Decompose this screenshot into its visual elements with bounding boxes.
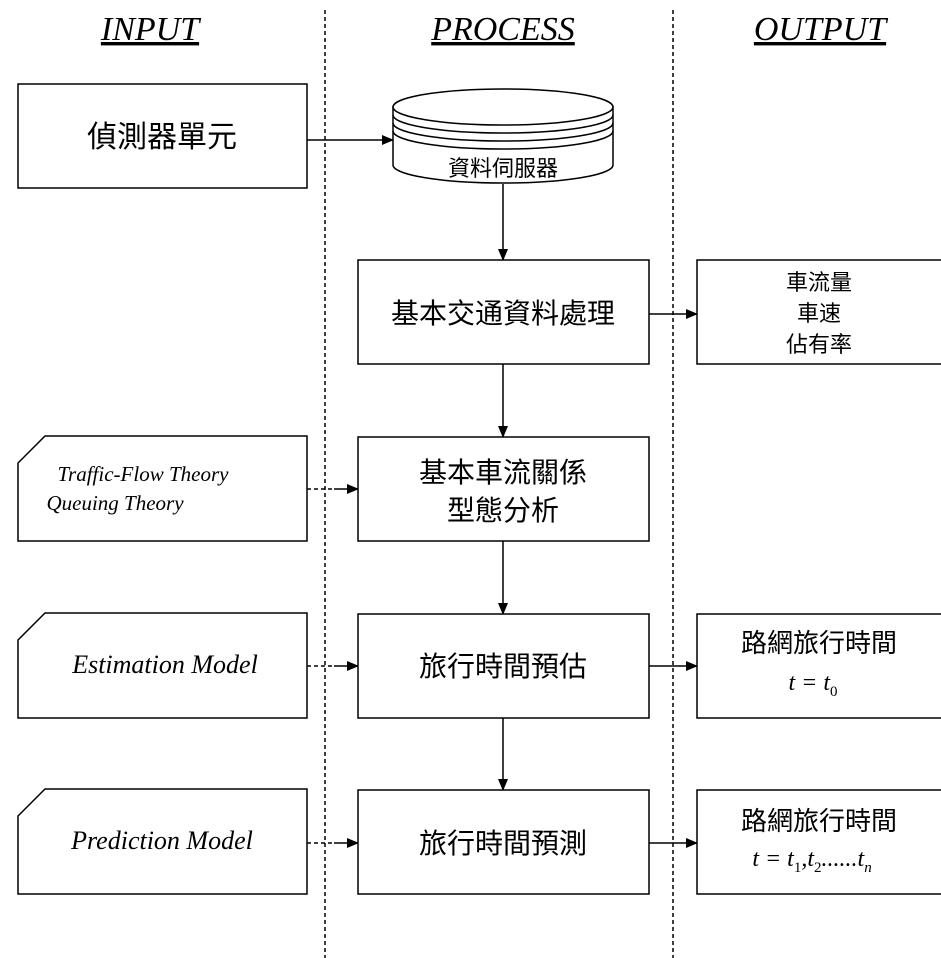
travel-time-prediction-box: [357, 789, 650, 895]
theory-card: [17, 435, 308, 542]
header-process: PROCESS: [430, 11, 575, 48]
output-speed: 車速: [797, 302, 841, 327]
prediction-model-label: Prediction Model: [70, 826, 253, 855]
data-server-label: 資料伺服器: [448, 157, 558, 182]
header-input: INPUT: [100, 11, 201, 48]
estimation-model-card: [17, 612, 308, 719]
basic-processing-box: [357, 259, 650, 365]
basic-processing-label: 基本交通資料處理: [391, 297, 615, 330]
network-time-estimation-title: 路網旅行時間: [741, 629, 897, 659]
network-time-prediction-formula: t = t1,t2......tn: [752, 846, 871, 876]
theory-line-2: Queuing Theory: [46, 491, 184, 515]
network-time-estimation-box: [696, 613, 941, 719]
travel-time-estimation-label: 旅行時間預估: [419, 650, 587, 683]
prediction-model-card: [17, 788, 308, 895]
detector-unit-label: 偵測器單元: [87, 120, 237, 155]
travel-time-prediction-label: 旅行時間預測: [419, 827, 587, 860]
detector-unit-box: [17, 83, 308, 189]
output-occupancy: 佔有率: [786, 333, 852, 358]
network-time-prediction-box: [696, 789, 941, 895]
data-server-cylinder: [392, 88, 614, 184]
formula-est-main: t = t: [788, 670, 831, 696]
formula-est-sub: 0: [830, 684, 838, 700]
theory-line-1: Traffic-Flow Theory: [58, 462, 230, 486]
flow-relation-line-1: 基本車流關係: [419, 456, 587, 489]
formula-pred-t: t = t: [752, 846, 795, 872]
flow-relation-box: [357, 436, 650, 542]
network-time-estimation-formula: t = t0: [788, 670, 837, 700]
header-output: OUTPUT: [754, 11, 888, 48]
network-time-prediction-title: 路網旅行時間: [741, 807, 897, 837]
output-volume: 車流量: [786, 271, 852, 296]
flow-relation-line-2: 型態分析: [447, 494, 559, 527]
traffic-params-box: [696, 259, 941, 365]
estimation-model-label: Estimation Model: [71, 650, 258, 679]
